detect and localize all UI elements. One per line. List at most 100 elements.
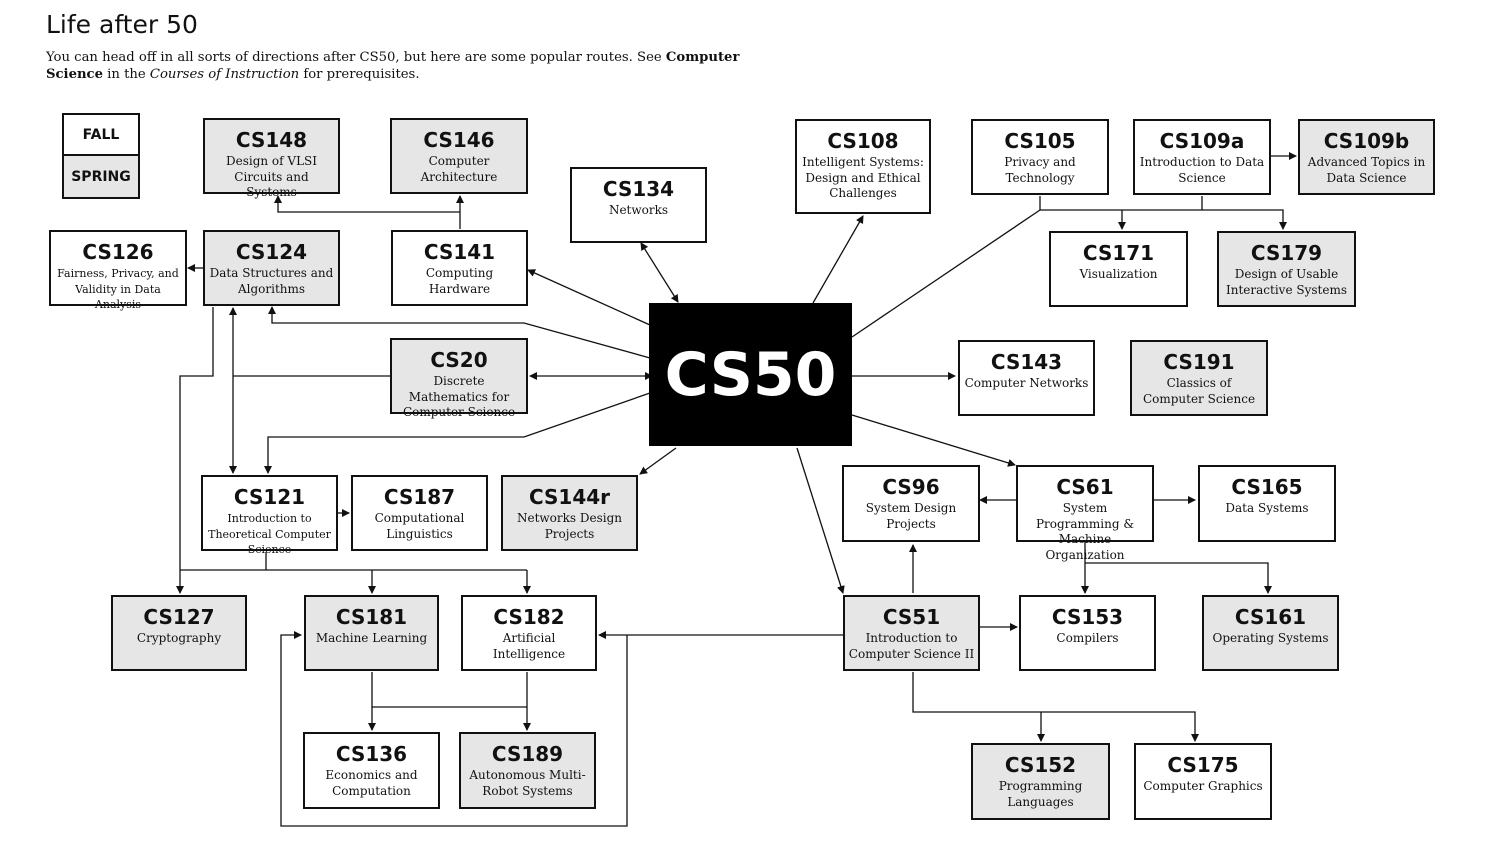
course-code: CS161 <box>1234 605 1307 629</box>
course-code: CS191 <box>1163 350 1235 374</box>
course-name: Compilers <box>1056 631 1119 645</box>
intro-part: in the <box>102 67 150 82</box>
course-name: System Programming & Machine Organizatio… <box>1035 501 1135 562</box>
course-code: CS20 <box>430 348 488 372</box>
course-name: Introduction to Computer Science II <box>848 631 975 661</box>
course-code: CS134 <box>602 177 675 201</box>
intro-link-computer-science: Computer Science <box>46 50 740 82</box>
course-code: CS143 <box>990 350 1063 374</box>
course-code: CS179 <box>1250 241 1323 265</box>
course-code: CS127 <box>143 605 215 629</box>
course-code: CS126 <box>82 240 154 264</box>
course-code: CS109a <box>1159 129 1245 153</box>
term-legend: FALL SPRING <box>62 113 140 199</box>
intro-part: You can head off in all sorts of directi… <box>46 50 666 65</box>
course-name: Computing Hardware <box>425 266 494 296</box>
course-name: Computer Architecture <box>420 154 498 184</box>
course-code: CS148 <box>235 128 308 152</box>
course-code: CS182 <box>493 605 565 629</box>
hub-cs50[interactable]: CS50 <box>649 303 852 446</box>
course-name: Data Structures and Algorithms <box>209 266 334 296</box>
course-name: Intelligent Systems: Design and Ethical … <box>802 155 924 200</box>
course-code: CS51 <box>882 605 941 629</box>
intro-courses-of-instruction: Courses of Instruction <box>149 67 300 82</box>
course-name: Cryptography <box>136 631 222 645</box>
course-code: CS146 <box>423 128 495 152</box>
course-code: CS171 <box>1082 241 1155 265</box>
course-name: Fairness, Privacy, and Validity in Data … <box>57 267 179 311</box>
course-name: Programming Languages <box>998 779 1083 809</box>
course-name: Machine Learning <box>315 631 428 645</box>
course-code: CS175 <box>1167 753 1239 777</box>
course-code: CS181 <box>335 605 408 629</box>
course-name: Operating Systems <box>1212 631 1329 645</box>
course-name: Data Systems <box>1225 501 1309 515</box>
course-name: Classics of Computer Science <box>1142 376 1256 406</box>
course-name: Networks Design Projects <box>516 511 623 541</box>
course-name: Discrete Mathematics for Computer Scienc… <box>402 374 516 419</box>
course-name: Advanced Topics in Data Science <box>1307 155 1426 185</box>
course-name: Introduction to Data Science <box>1139 155 1265 185</box>
intro-text: You can head off in all sorts of directi… <box>46 49 746 83</box>
course-code: CS96 <box>882 475 940 499</box>
course-name: Autonomous Multi-Robot Systems <box>469 768 586 798</box>
course-name: Introduction to Theoretical Computer Sci… <box>208 512 331 556</box>
course-code: CS189 <box>491 742 564 766</box>
course-name: Computer Networks <box>964 376 1089 390</box>
course-code: CS121 <box>233 485 306 509</box>
course-code: CS136 <box>335 742 408 766</box>
course-name: System Design Projects <box>865 501 957 531</box>
course-code: CS124 <box>235 240 308 264</box>
course-code: CS105 <box>1004 129 1076 153</box>
course-name: Artificial Intelligence <box>492 631 566 661</box>
course-code: CS187 <box>383 485 456 509</box>
course-name: Visualization <box>1079 267 1158 281</box>
intro-part: for prerequisites. <box>299 67 420 82</box>
course-code: CS152 <box>1004 753 1077 777</box>
course-code: CS144r <box>528 485 611 509</box>
course-name: Privacy and Technology <box>1004 155 1076 185</box>
course-code: CS61 <box>1056 475 1114 499</box>
course-name: Computer Graphics <box>1143 779 1263 793</box>
course-code: CS141 <box>423 240 496 264</box>
course-name: Design of VLSI Circuits and Systems <box>225 154 318 199</box>
course-code: CS153 <box>1051 605 1124 629</box>
course-name: Design of Usable Interactive Systems <box>1226 267 1347 297</box>
course-code: CS165 <box>1231 475 1303 499</box>
course-name: Networks <box>608 203 669 217</box>
legend-fall: FALL <box>62 113 140 156</box>
course-name: Economics and Computation <box>325 768 418 798</box>
